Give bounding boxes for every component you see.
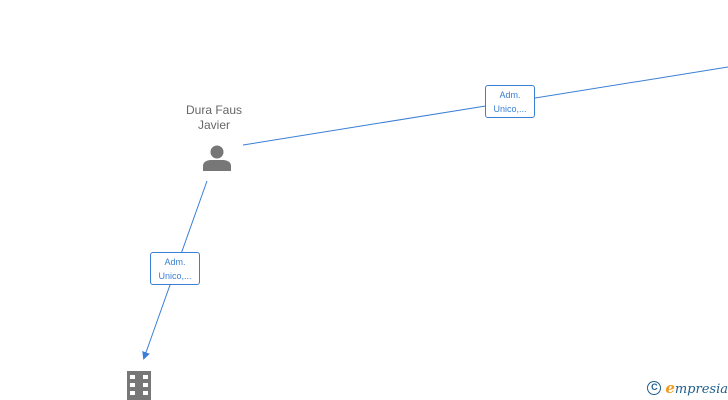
brand-logo: e mpresia bbox=[665, 379, 728, 397]
edge-label-line1: Adm. bbox=[499, 90, 521, 100]
person-name-line1: Dura Faus bbox=[185, 103, 243, 117]
brand-initial: e bbox=[665, 379, 675, 397]
edge-label-left[interactable]: Adm. Unico,... bbox=[150, 252, 200, 285]
edge-label-top[interactable]: Adm. Unico,... bbox=[485, 85, 535, 118]
watermark: C e mpresia bbox=[647, 379, 728, 397]
building-icon[interactable] bbox=[127, 371, 151, 400]
edge-label-line1: Adm. bbox=[164, 257, 186, 267]
person-name[interactable]: Dura Faus Javier bbox=[164, 103, 264, 133]
brand-rest: mpresia bbox=[674, 382, 728, 397]
copyright-icon: C bbox=[647, 381, 662, 395]
edge-label-line2: Unico,... bbox=[158, 271, 192, 281]
edge-label-line2: Unico,... bbox=[493, 104, 527, 114]
person-name-line2: Javier bbox=[197, 118, 230, 132]
person-icon[interactable] bbox=[203, 145, 231, 172]
